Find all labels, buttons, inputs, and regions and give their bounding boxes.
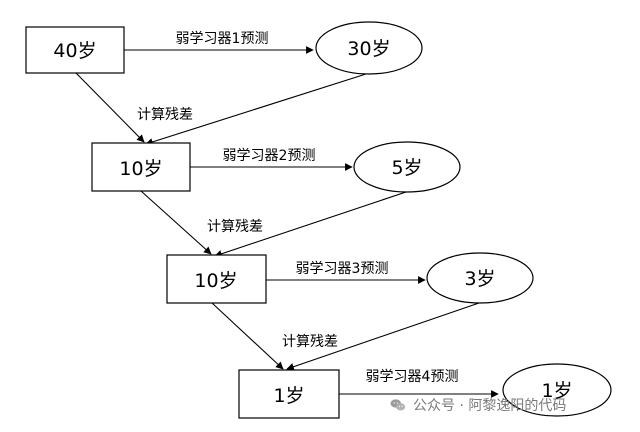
age-box-1	[25, 26, 125, 74]
prediction-ellipse-1-label: 30岁	[347, 38, 390, 60]
age-box-1-label: 40岁	[53, 40, 96, 62]
prediction-ellipse-4	[502, 363, 612, 417]
residual-2-label: 计算残差	[207, 219, 263, 235]
age-box-4-label: 1岁	[273, 385, 304, 407]
prediction-ellipse-4-label: 1岁	[541, 380, 572, 402]
watermark-text: 公众号 · 阿黎逸阳的代码	[413, 398, 567, 414]
learner-1-label: 弱学习器1预测	[176, 31, 269, 47]
prediction-ellipse-2-label: 5岁	[391, 157, 422, 179]
age-box-2-label: 10岁	[119, 158, 162, 180]
learner-3-label: 弱学习器3预测	[296, 261, 389, 277]
watermark: 公众号 · 阿黎逸阳的代码	[389, 394, 566, 416]
prediction-ellipse-3-label: 3岁	[464, 268, 495, 290]
prediction-ellipse-2	[353, 141, 461, 193]
residual-1-label: 计算残差	[137, 107, 193, 123]
learner-2-label: 弱学习器2预测	[223, 148, 316, 164]
prediction-ellipse-3	[426, 252, 534, 304]
arrow-ellipse1-to-box2	[145, 73, 367, 146]
learner-4-label: 弱学习器4预测	[366, 369, 459, 385]
arrow-ellipse2-to-box3	[214, 191, 407, 258]
arrow-box3-to-box4	[211, 302, 284, 370]
arrow-box2-to-box3	[140, 190, 212, 255]
age-box-3-label: 10岁	[194, 270, 237, 292]
arrow-ellipse3-to-box4	[286, 302, 480, 371]
age-box-3	[166, 254, 267, 304]
arrow-box1-to-box2	[75, 72, 145, 143]
wechat-icon	[390, 399, 406, 411]
age-box-4	[238, 369, 340, 419]
prediction-ellipse-1	[315, 21, 423, 75]
residual-3-label: 计算残差	[282, 334, 338, 350]
